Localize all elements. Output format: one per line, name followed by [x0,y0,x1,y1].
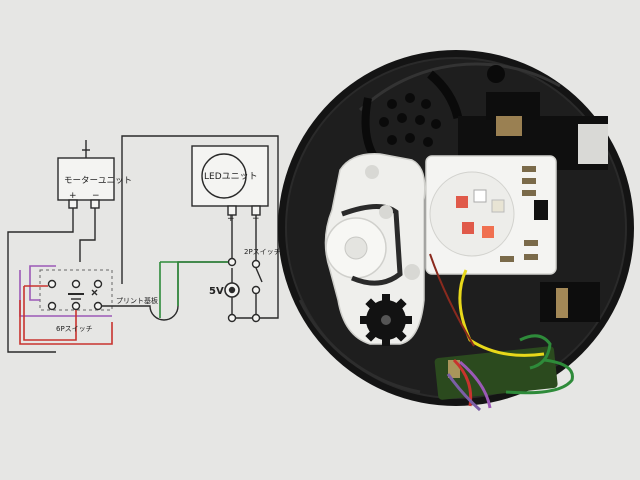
led-plus-label: + [227,214,235,224]
switch-6p-outline [39,269,113,311]
led-unit-box [191,145,269,207]
led-unit-label: LEDユニット [204,172,258,182]
black-gear [360,294,412,346]
led-board [425,155,557,275]
photo-wires [429,253,574,412]
switch-6p-label: 6Pスイッチ [56,325,93,333]
motor-minus-label: − [92,191,100,201]
pcb-label: プリント基板 [116,296,158,305]
switch-2p-label: 2Pスイッチ [244,248,281,256]
power-5v-label: 5V [209,286,224,297]
wiring-diagram [7,135,279,353]
gear-housing [324,153,426,345]
motor-plus-label: + [69,191,77,201]
motor-unit-label: モーターユニット [64,176,132,186]
speaker-grill [379,93,441,147]
motor-unit-box [57,157,115,201]
led-minus-label: − [252,214,260,224]
diagram-color-wires [19,261,228,345]
